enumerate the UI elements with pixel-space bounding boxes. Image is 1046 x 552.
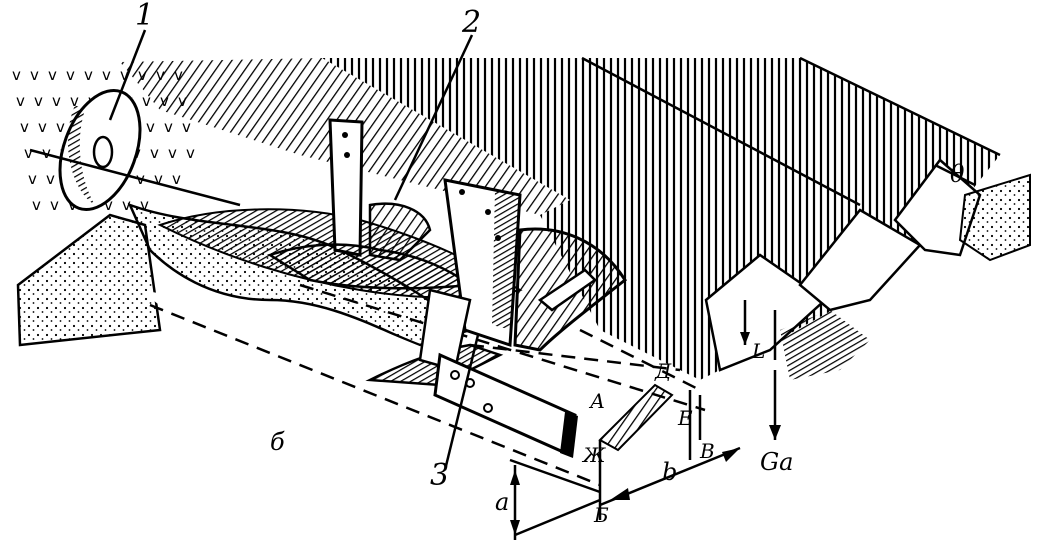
stubble-mark: v [46,170,55,188]
stubble-mark: v [32,196,41,214]
stubble-mark: v [56,118,65,136]
dashed-guides [149,283,706,487]
stubble-mark: v [146,118,155,136]
dimension-arrows [510,332,781,535]
label-width-b: b [662,458,677,486]
cut-slices [704,158,982,372]
arrow-b-right [722,448,740,462]
leader-lines [108,29,480,471]
stubble-mark: v [120,66,129,84]
stubble-mark: v [186,144,195,162]
crumbled-soil-lower [780,310,870,380]
stubble-mark: v [142,92,151,110]
label-point-Zh: Ж [581,443,606,467]
arrow-b-left [610,488,630,500]
standard-bolt [344,152,350,158]
stubble-mark: v [52,92,61,110]
stubble-mark: v [12,66,21,84]
landside-edge [560,412,578,458]
standard-bolt [459,189,465,195]
stubble-mark: v [42,144,51,162]
arrow-a-bottom [510,520,520,535]
coulter-hub [92,135,114,169]
section-hatch [598,383,674,452]
label-part-3: 3 [430,458,449,493]
label-force-Ga: Ga [760,448,793,476]
stubble-mark: v [164,118,173,136]
arrow-l [740,332,750,345]
stubble-mark: v [48,66,57,84]
stubble-mark: v [28,170,37,188]
landside [433,352,578,458]
stubble-mark: v [102,66,111,84]
stubble-mark: v [122,196,131,214]
arrow-ga [769,425,781,440]
stubble-mark: v [38,118,47,136]
standard-shade [492,190,520,330]
crumbled-soil-right [958,173,1031,262]
slice-block-2 [798,208,922,312]
arrow-a-top [510,470,520,485]
skimmer-moldboard [267,243,474,290]
stubble-mark: v [140,196,149,214]
standard-bolt [485,209,491,215]
coulter-shaded-edge [67,105,95,205]
stubble-mark: v [66,66,75,84]
label-point-E: Е [677,406,693,430]
standard-bolt [495,235,501,241]
main-plough-body [365,178,627,387]
stubble-mark: v [70,92,79,110]
stubble-mark: v [104,196,113,214]
skimmer-standard [328,118,364,257]
moldboard-brace [537,268,597,312]
stubble-mark: v [172,170,181,188]
stubble-mark: v [30,66,39,84]
stubble-mark: v [182,118,191,136]
stubble-mark: v [50,196,59,214]
stubble-mark: v [154,170,163,188]
landside-bolt [450,370,460,380]
label-force-L: L [751,339,765,363]
skimmer [267,118,474,290]
label-part-1: 1 [135,0,154,33]
label-furrow-bottom: б [270,428,285,456]
left-soil-block [16,213,162,347]
coulter-cut-line [29,148,241,207]
label-depth-a: a [495,488,509,516]
stubble-mark: v [16,92,25,110]
label-point-B: Б [593,503,609,527]
landside-bolt [483,403,493,413]
label-point-D: Д [654,359,672,383]
disc-coulter [29,88,241,212]
stubble-mark: v [168,144,177,162]
label-angle-theta: θ [950,160,965,188]
field-edge-line [581,56,1001,207]
label-point-V: В [699,439,715,463]
stubble-mark: v [24,144,33,162]
label-part-2: 2 [461,5,481,40]
stubble-mark: v [34,92,43,110]
stubble-mark: v [150,144,159,162]
stubble-mark: v [84,66,93,84]
standard-bolt [342,132,348,138]
skimmer-wing [368,202,432,262]
label-point-A: А [588,389,605,413]
stubble-mark: v [20,118,29,136]
